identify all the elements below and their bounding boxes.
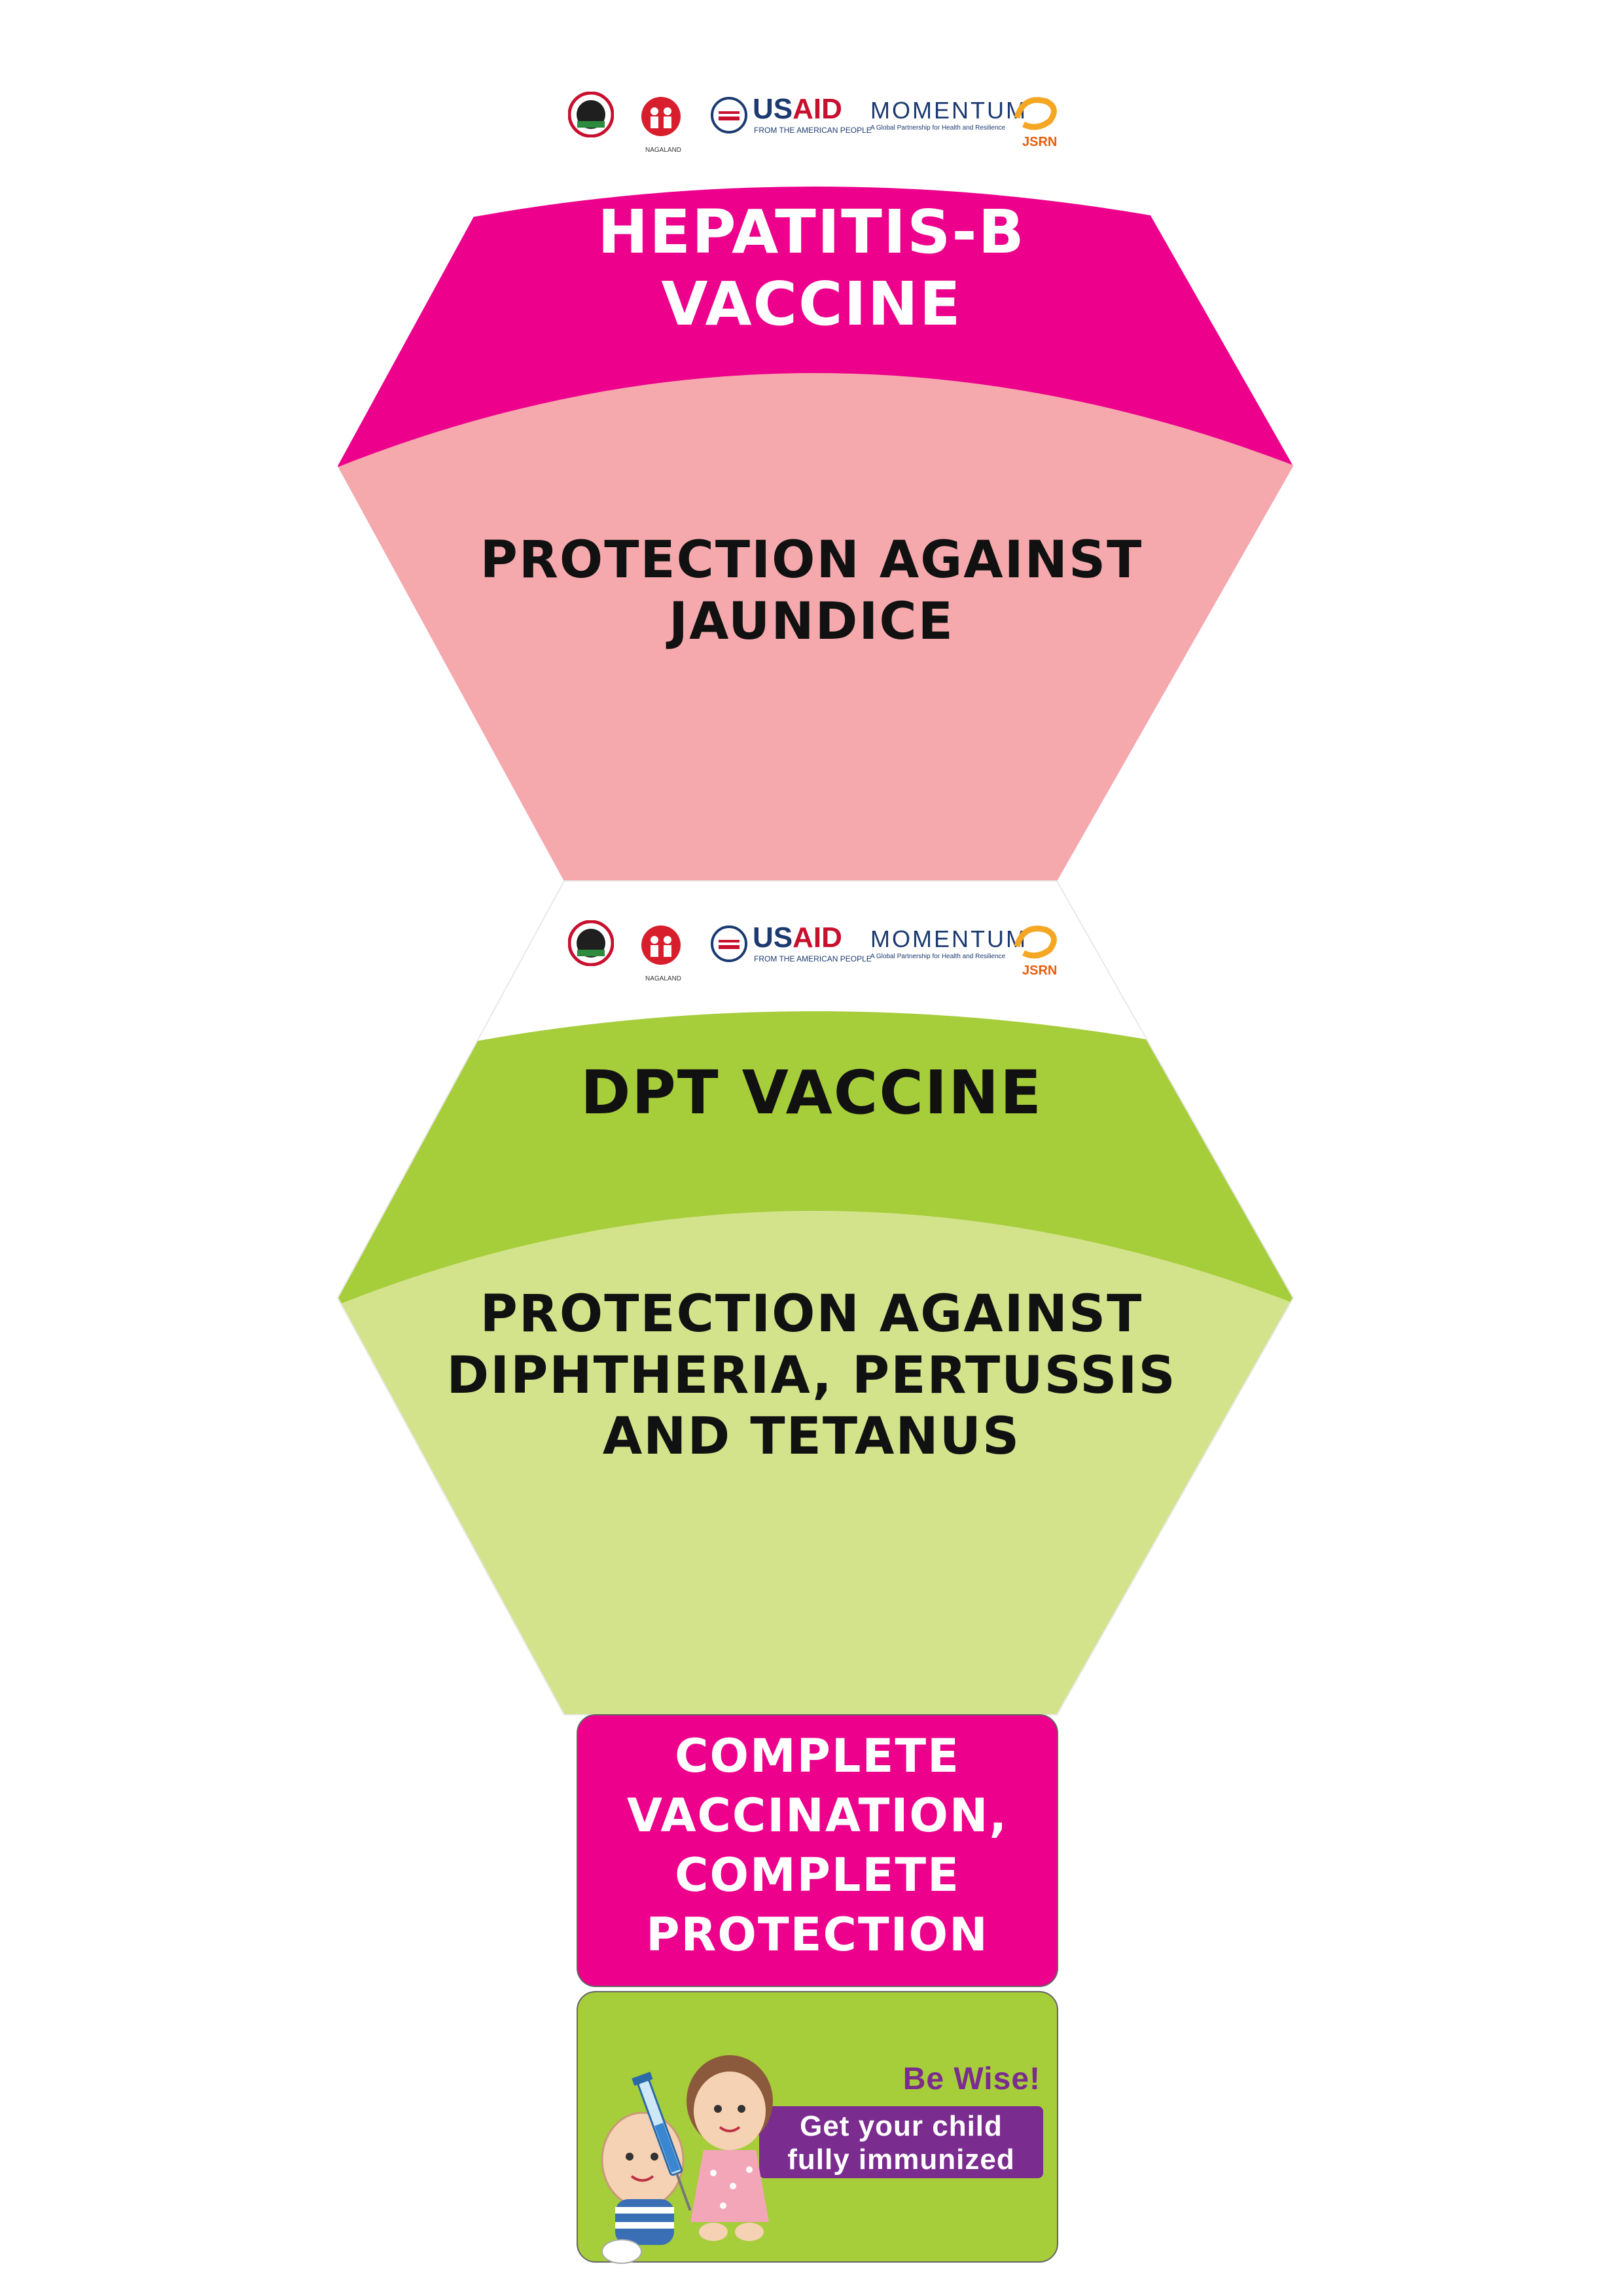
hepatitis-b-protection-line2: JAUNDICE (669, 592, 954, 651)
usaid-seal-icon (711, 925, 747, 962)
slogan-line3: COMPLETE (675, 1848, 960, 1902)
slogan-line1: COMPLETE (675, 1729, 960, 1783)
jsrn-logo-icon (1014, 97, 1057, 130)
babies-illustration (601, 2055, 773, 2264)
momentum-wordmark: MOMENTUM (870, 925, 1027, 952)
momentum-wordmark: MOMENTUM (870, 97, 1027, 124)
slogan-line4: PROTECTION (646, 1908, 989, 1962)
slogan-box (577, 1714, 1058, 1987)
usaid-tagline: FROM THE AMERICAN PEOPLE (754, 126, 872, 135)
dpt-protection: PROTECTION AGAINST DIPHTHERIA, PERTUSSIS… (393, 1284, 1230, 1468)
jsrn-wordmark: JSRN (1022, 135, 1058, 149)
jsrn-logo-icon (1014, 925, 1057, 959)
dpt-protection-line2: DIPHTHERIA, PERTUSSIS (446, 1346, 1177, 1405)
immunize-line1: Get your child (800, 2110, 1003, 2142)
nagaland-emblem-icon (568, 92, 614, 137)
usaid-wordmark: USAID (753, 93, 842, 125)
momentum-tagline: A Global Partnership for Health and Resi… (870, 124, 1006, 132)
nhm-logo-icon (641, 925, 681, 965)
usaid-tagline: FROM THE AMERICAN PEOPLE (754, 954, 872, 963)
dpt-protection-line3: AND TETANUS (602, 1407, 1021, 1467)
hepatitis-b-title-line1: HEPATITIS-B (597, 197, 1026, 267)
be-wise-text: Be Wise! (902, 2062, 1041, 2096)
dpt-title: DPT VACCINE (580, 1058, 1043, 1128)
immunize-line2: fully immunized (787, 2143, 1015, 2176)
usaid-wordmark: USAID (753, 922, 842, 954)
dpt-protection-line1: PROTECTION AGAINST (480, 1285, 1143, 1344)
usaid-seal-icon (711, 97, 747, 134)
nhm-bottom-text: NAGALAND (645, 975, 682, 982)
hepatitis-b-protection: PROTECTION AGAINST JAUNDICE (419, 530, 1204, 653)
nhm-bottom-text: NAGALAND (645, 147, 682, 154)
hepatitis-b-protection-line1: PROTECTION AGAINST (480, 531, 1143, 590)
immunize-banner-text: Get your child fully immunized (759, 2110, 1043, 2176)
slogan-text: COMPLETE VACCINATION, COMPLETE PROTECTIO… (577, 1727, 1058, 1965)
hepatitis-b-title-line2: VACCINE (661, 269, 962, 340)
momentum-tagline: A Global Partnership for Health and Resi… (870, 953, 1006, 960)
logo-row-top: NAGALAND USAID FROM THE AMERICAN PEOPLE … (0, 72, 1623, 164)
nagaland-emblem-icon (568, 920, 614, 966)
immunize-banner (759, 2106, 1043, 2178)
hexagon-hepatitis-b (338, 51, 1293, 881)
hexagon-dpt (338, 881, 1293, 1715)
slogan-line2: VACCINATION, (626, 1789, 1008, 1842)
hepatitis-b-title: HEPATITIS-B VACCINE (484, 196, 1139, 341)
jsrn-wordmark: JSRN (1022, 963, 1058, 978)
nhm-logo-icon (641, 97, 681, 136)
logo-row-middle: NAGALAND USAID FROM THE AMERICAN PEOPLE … (0, 901, 1623, 992)
